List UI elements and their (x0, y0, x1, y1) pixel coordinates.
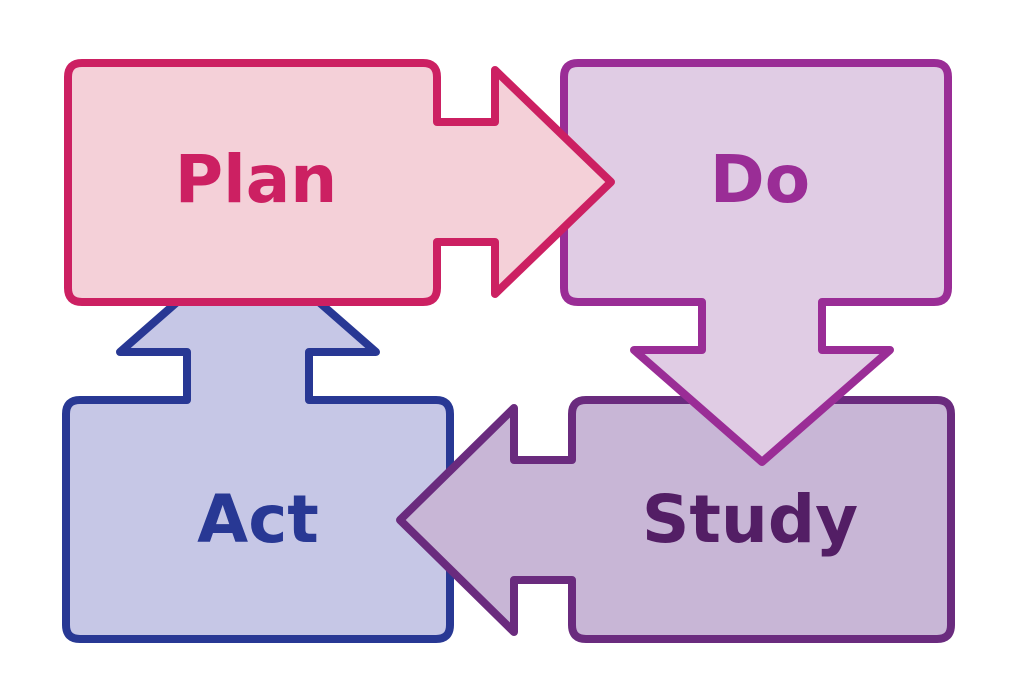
do-step-shape (560, 59, 952, 466)
plan-step-shape (64, 59, 615, 306)
plan-label: Plan (175, 141, 338, 218)
study-label: Study (642, 481, 858, 558)
study-step-shape (396, 396, 955, 643)
act-label: Act (197, 481, 319, 558)
do-label: Do (710, 141, 810, 218)
act-step-shape (62, 236, 454, 643)
